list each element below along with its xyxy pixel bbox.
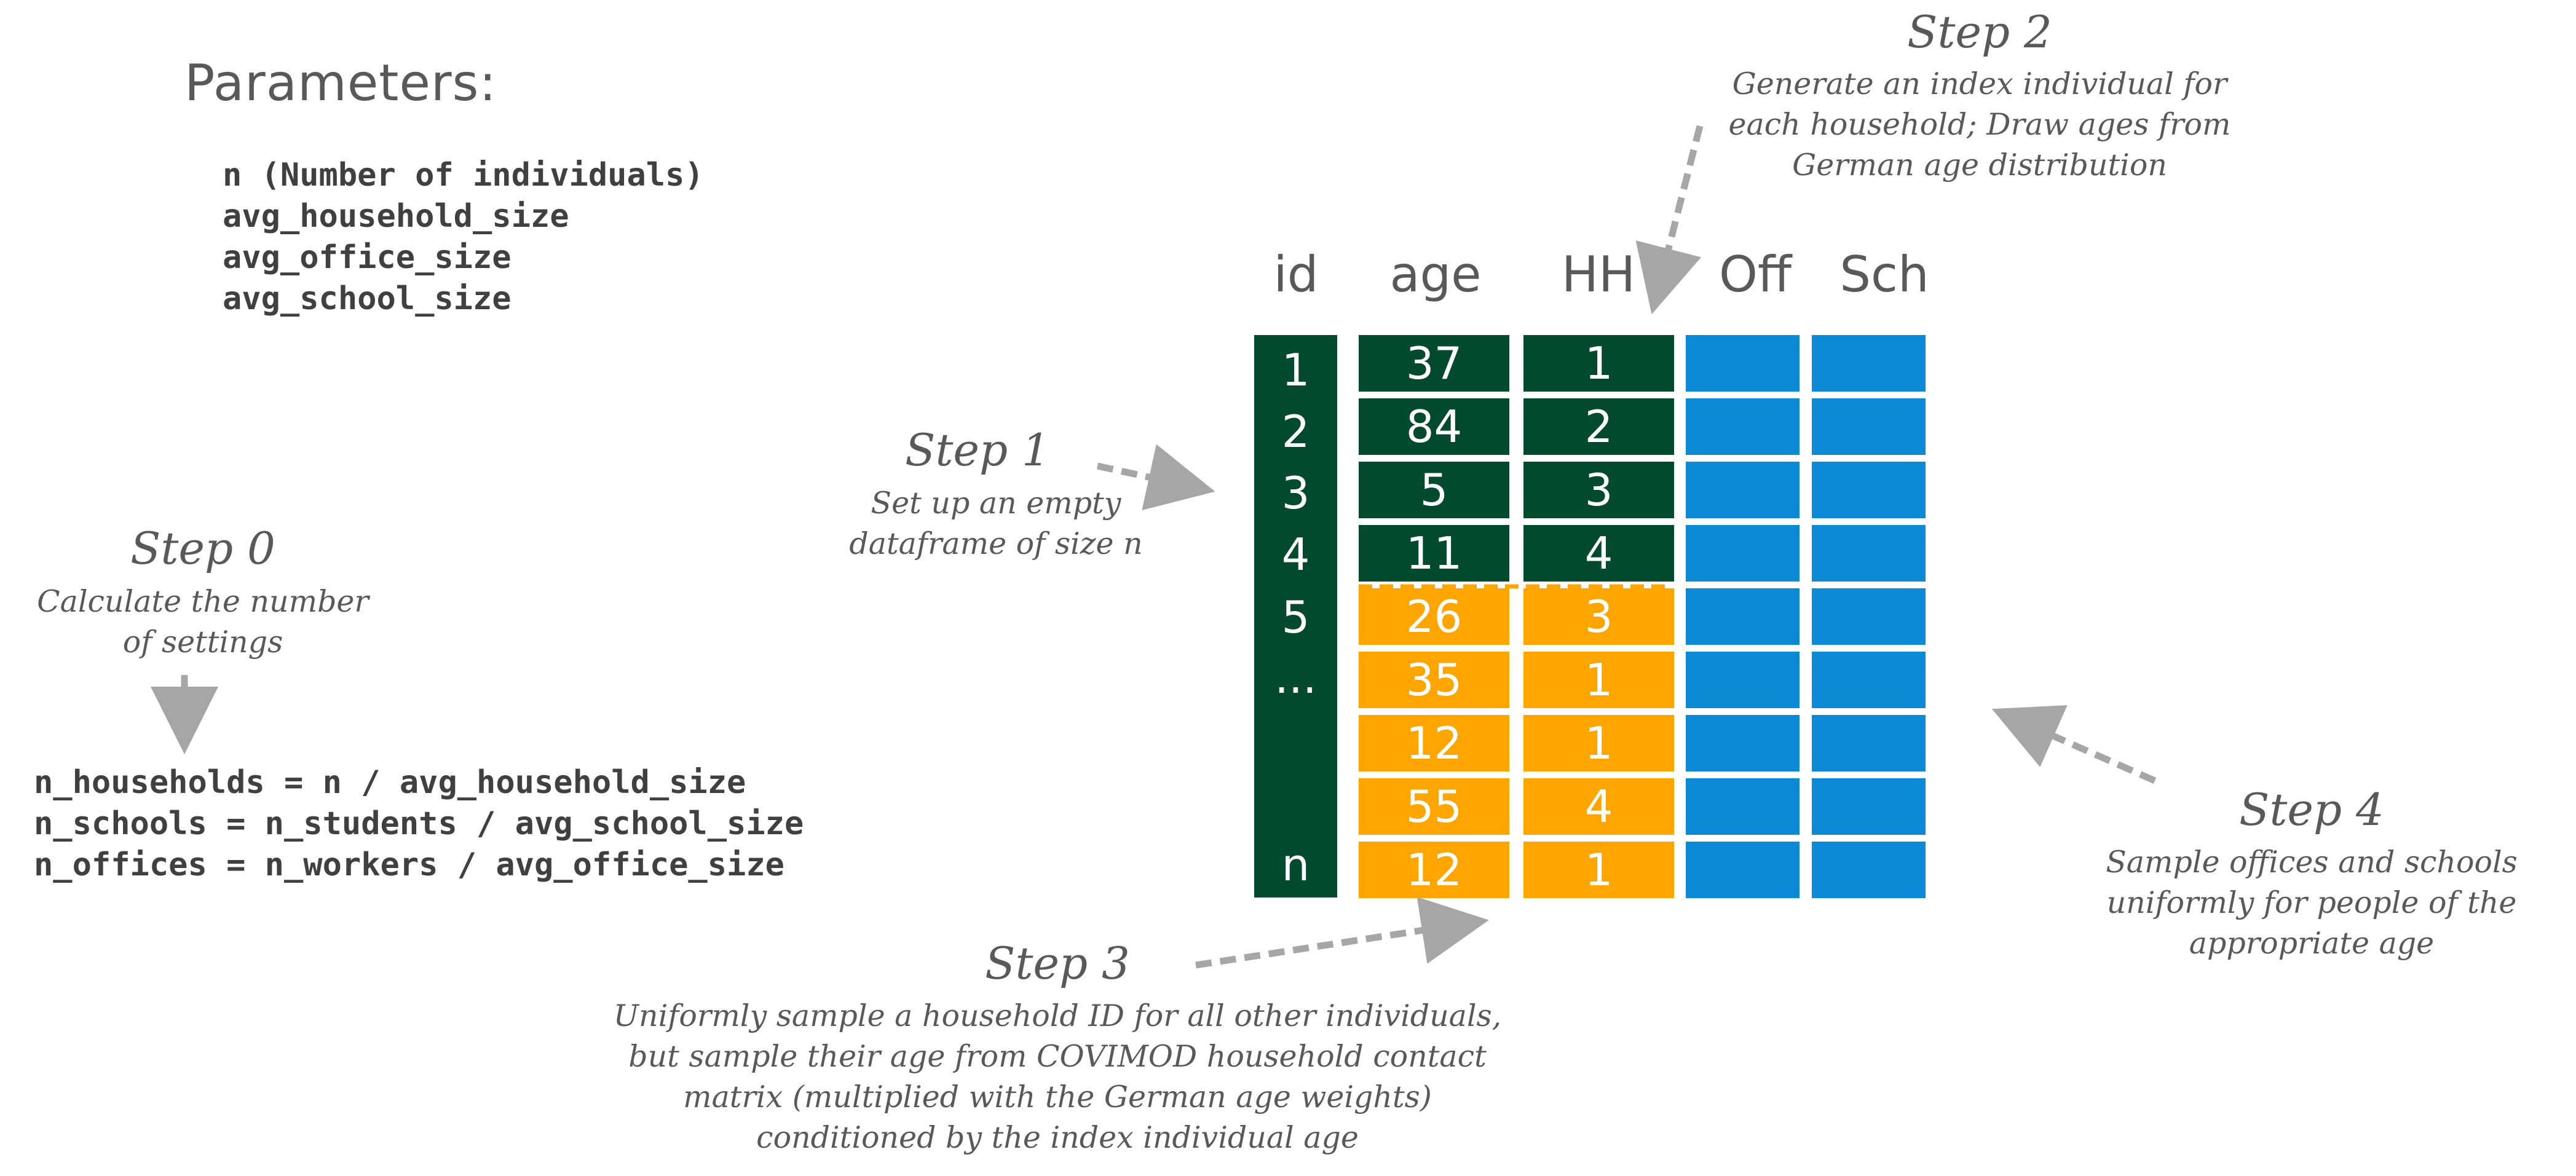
household-cell: 1: [1523, 715, 1674, 772]
id-column: [1254, 335, 1337, 898]
household-cell: 1: [1523, 842, 1674, 898]
step4-desc-line: Sample offices and schools: [2106, 845, 2518, 880]
parameters-title: Parameters:: [184, 54, 497, 112]
school-cell: [1812, 525, 1926, 582]
office-cell: [1686, 715, 1800, 772]
step1-title: Step 1: [905, 424, 1050, 476]
step1-description: Set up an empty dataframe of size n: [793, 483, 1199, 564]
age-cell: 12: [1359, 715, 1509, 772]
household-cell: 2: [1523, 398, 1674, 455]
household-cell: 1: [1523, 335, 1674, 392]
step2-description: Generate an index individual for each ho…: [1672, 64, 2287, 186]
step2-desc-line: German age distribution: [1792, 148, 2167, 183]
step0-title: Step 0: [130, 523, 275, 574]
step1-arrow: [1096, 444, 1215, 511]
column-header-off: Off: [1718, 246, 1792, 303]
id-label: 5: [1281, 591, 1310, 643]
household-cell: 1: [1523, 652, 1674, 708]
step2-title: Step 2: [1907, 6, 2052, 58]
id-label: 3: [1281, 467, 1310, 519]
parameter-avg-school-size: avg_school_size: [223, 280, 512, 317]
step4-desc-line: uniformly for people of the: [2106, 885, 2517, 920]
office-cell: [1686, 462, 1800, 518]
office-cell: [1686, 398, 1800, 455]
step0-desc-line: of settings: [122, 625, 283, 660]
household-cell: 3: [1523, 462, 1674, 518]
id-label: n: [1281, 839, 1310, 891]
household-cell: 4: [1523, 778, 1674, 835]
parameter-avg-household-size: avg_household_size: [223, 198, 569, 235]
age-cell: 35: [1359, 652, 1509, 708]
school-cell: [1812, 335, 1926, 392]
age-cell: 84: [1359, 398, 1509, 455]
step4-title: Step 4: [2239, 784, 2384, 835]
school-cell: [1812, 715, 1926, 772]
step4-arrow: [1991, 705, 2157, 784]
id-label: ...: [1274, 652, 1317, 703]
formula-offices: n_offices = n_workers / avg_office_size: [34, 846, 784, 883]
step3-desc-line: matrix (multiplied with the German age w…: [683, 1079, 1432, 1115]
id-label: 4: [1281, 529, 1310, 580]
step0-desc-line: Calculate the number: [37, 584, 369, 619]
age-cell: 26: [1359, 588, 1509, 645]
step3-title: Step 3: [985, 937, 1130, 989]
parameters-list: n (Number of individuals) avg_household_…: [223, 155, 704, 320]
school-cell: [1812, 652, 1926, 708]
office-cell: [1686, 652, 1800, 708]
step2-arrow: [1635, 125, 1704, 315]
step3-desc-line: Uniformly sample a household ID for all …: [613, 998, 1502, 1033]
column-header-id: id: [1273, 246, 1319, 303]
step2-desc-line: Generate an index individual for: [1732, 66, 2227, 101]
step3-arrow: [1195, 897, 1489, 969]
formula-schools: n_schools = n_students / avg_school_size: [34, 805, 804, 842]
age-cell: 55: [1359, 778, 1509, 835]
step3-description: Uniformly sample a household ID for all …: [541, 996, 1574, 1158]
step1-desc-line: Set up an empty: [871, 486, 1121, 521]
age-cell: 11: [1359, 525, 1509, 582]
step2-desc-line: each household; Draw ages from: [1728, 107, 2231, 142]
school-cell: [1812, 778, 1926, 835]
office-cell: [1686, 335, 1800, 392]
id-label: 2: [1281, 406, 1310, 457]
parameter-n: n (Number of individuals): [223, 157, 704, 194]
setting-formulas: n_households = n / avg_household_size n_…: [34, 762, 804, 886]
school-cell: [1812, 462, 1926, 518]
school-cell: [1812, 842, 1926, 898]
column-header-hh: HH: [1561, 246, 1636, 303]
column-header-age: age: [1389, 246, 1482, 303]
parameter-avg-office-size: avg_office_size: [223, 239, 512, 276]
age-cell: 12: [1359, 842, 1509, 898]
age-cell: 37: [1359, 335, 1509, 392]
step3-desc-line: but sample their age from COVIMOD househ…: [628, 1039, 1487, 1074]
office-cell: [1686, 842, 1800, 898]
office-cell: [1686, 525, 1800, 582]
step3-desc-line: conditioned by the index individual age: [756, 1120, 1359, 1155]
formula-households: n_households = n / avg_household_size: [34, 764, 746, 801]
column-header-sch: Sch: [1839, 246, 1929, 303]
office-cell: [1686, 778, 1800, 835]
office-cell: [1686, 588, 1800, 645]
id-label: 1: [1281, 344, 1310, 396]
step4-description: Sample offices and schools uniformly for…: [2053, 842, 2570, 964]
step1-desc-line: dataframe of size n: [849, 526, 1143, 561]
household-cell: 3: [1523, 588, 1674, 645]
age-cell: 5: [1359, 462, 1509, 518]
step4-desc-line: appropriate age: [2189, 926, 2435, 961]
step0-description: Calculate the number of settings: [12, 582, 393, 663]
household-cell: 4: [1523, 525, 1674, 582]
school-cell: [1812, 588, 1926, 645]
school-cell: [1812, 398, 1926, 455]
